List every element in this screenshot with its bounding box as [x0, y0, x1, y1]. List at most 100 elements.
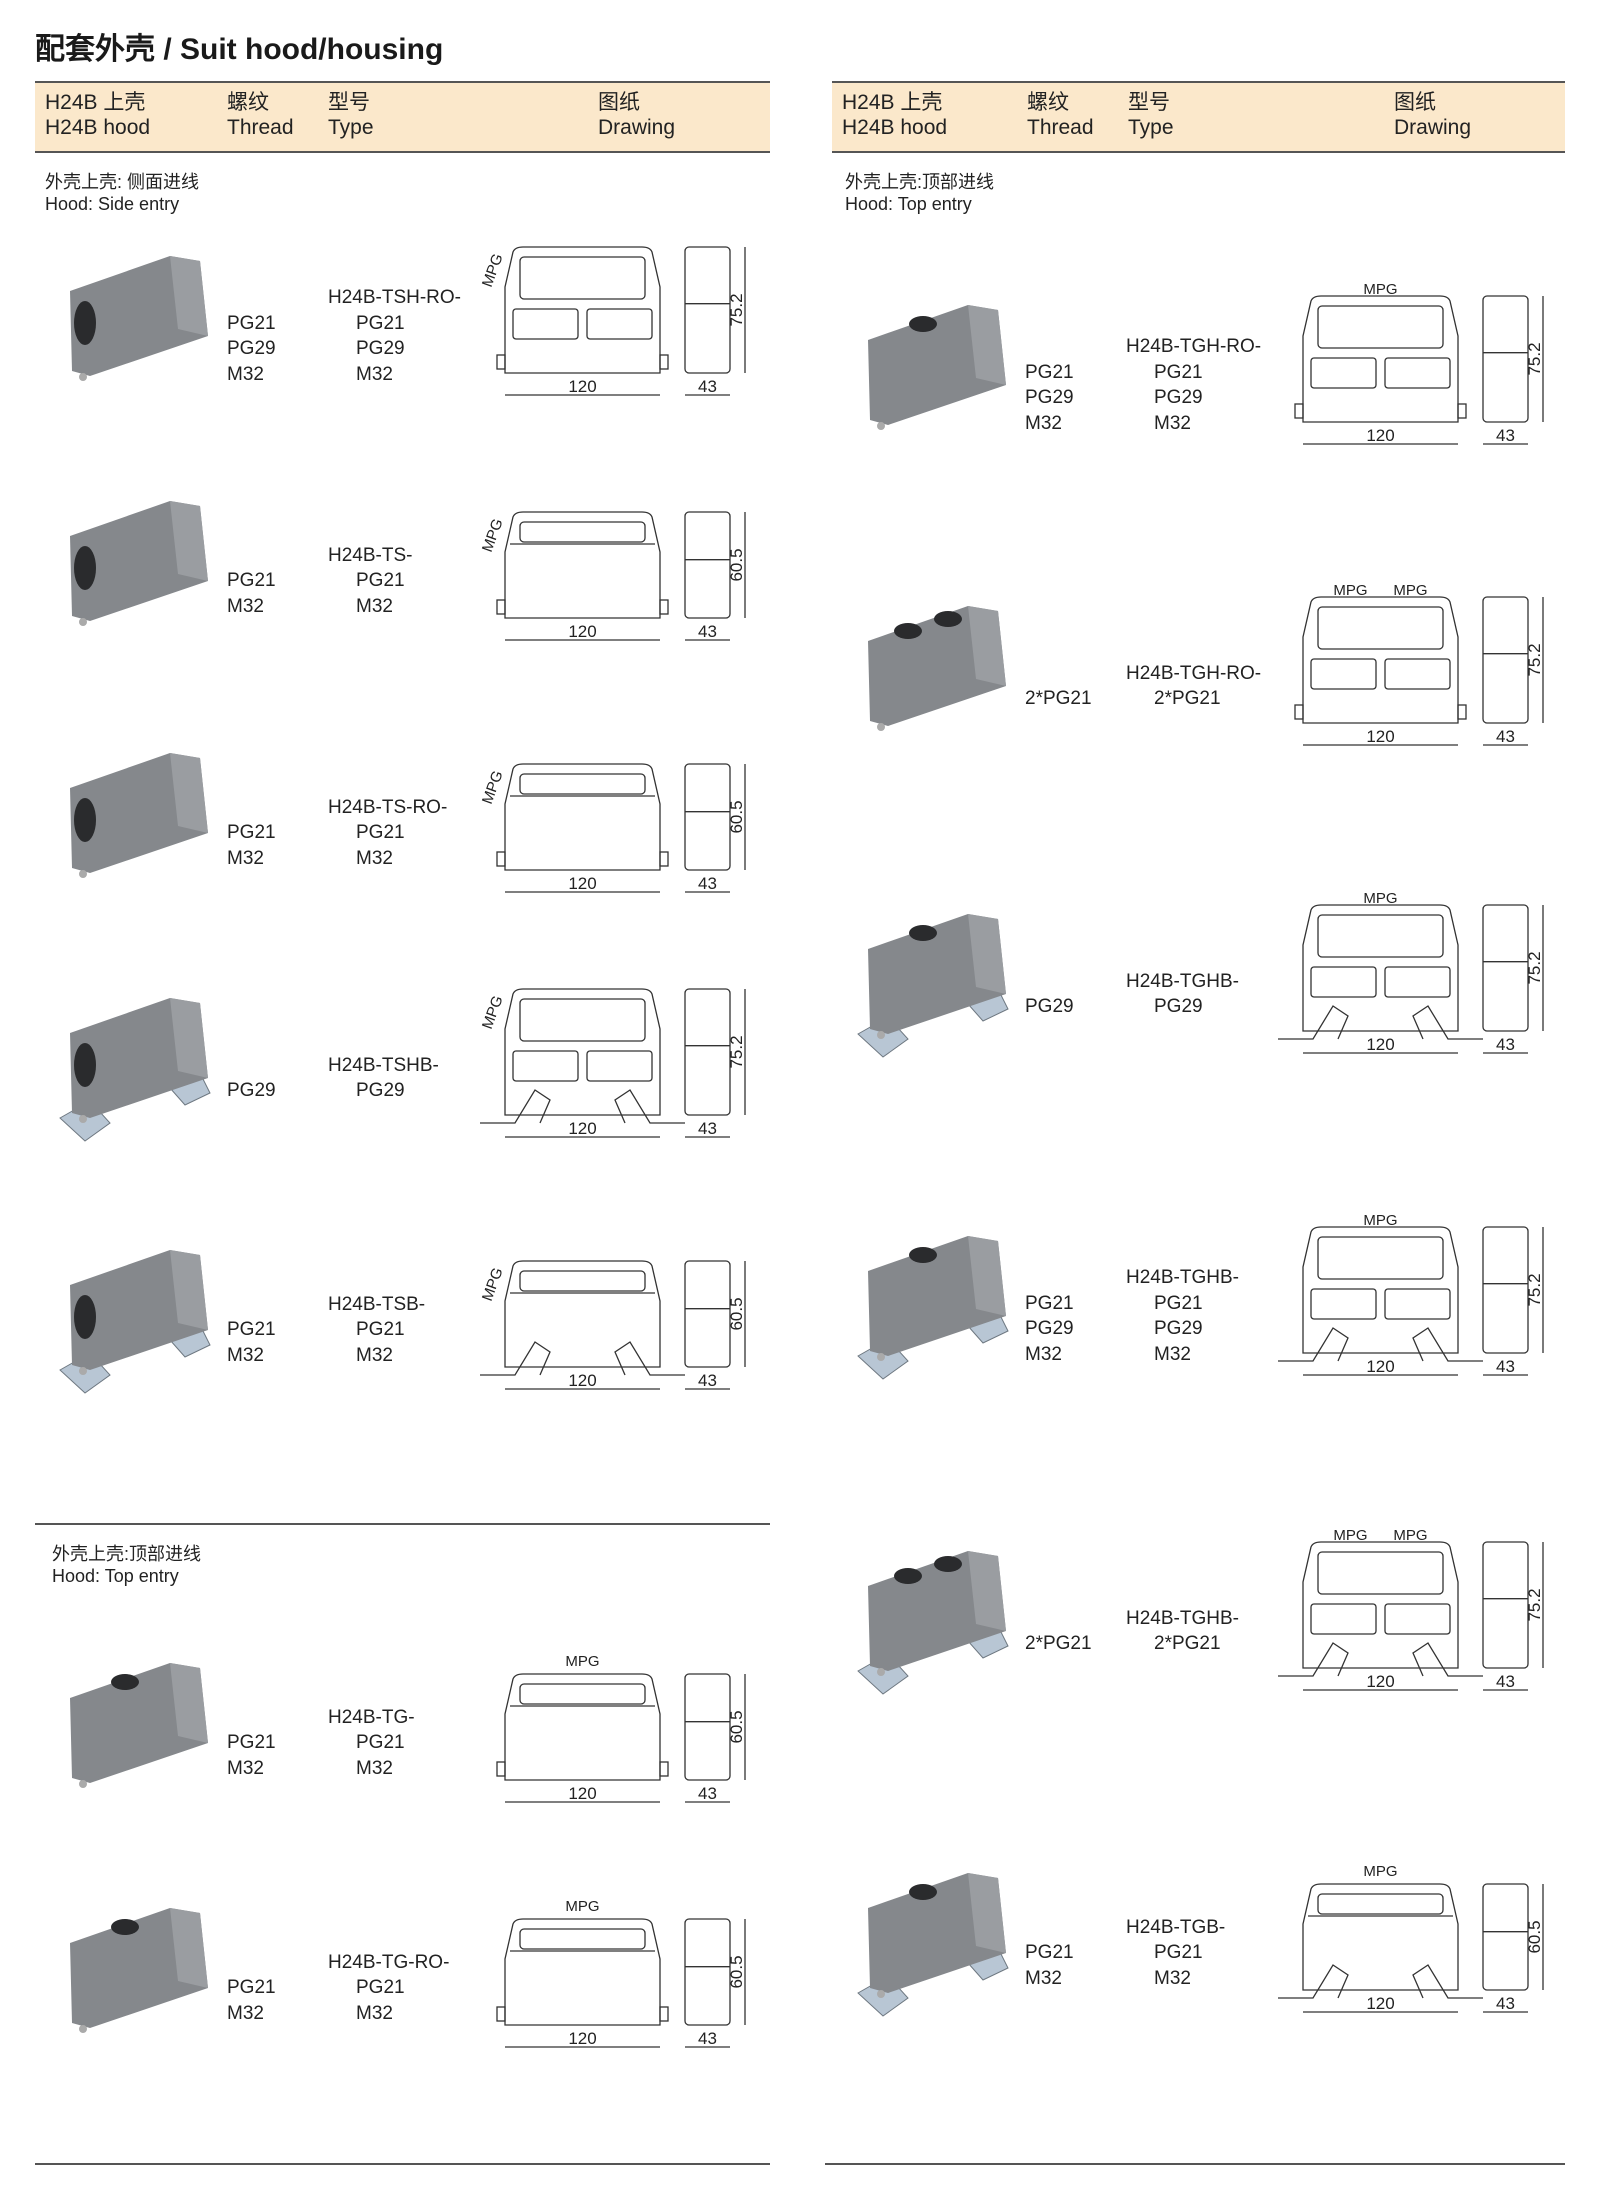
screw [79, 618, 87, 626]
front-view-panel [1310, 1603, 1377, 1635]
mpg-label: MPG [479, 1265, 507, 1303]
thread-value: PG29 [227, 338, 276, 359]
header-type-cn: 型号 [1128, 91, 1170, 114]
dimension-depth: 43 [698, 1371, 717, 1390]
type-thread-value: M32 [1154, 412, 1191, 434]
front-view-window [1317, 1236, 1444, 1280]
front-view-panel [1384, 1603, 1451, 1635]
spacer [1025, 969, 1126, 995]
dimension-depth: 43 [698, 2029, 717, 2048]
hood-side [968, 914, 1006, 994]
front-view-outline [504, 763, 661, 871]
lever-right [614, 1341, 685, 1376]
mpg-label: MPG [1363, 891, 1397, 907]
side-view-outline [684, 1260, 731, 1368]
type-thread-value: PG21 [356, 312, 405, 334]
cable-entry-hole [909, 316, 937, 332]
side-view-outline [1482, 1883, 1529, 1991]
thread-value: PG29 [1025, 387, 1074, 408]
spacer [227, 795, 328, 821]
side-view-outline [684, 511, 731, 619]
front-view-panel [1310, 658, 1377, 690]
dimension-depth: 43 [1496, 426, 1515, 445]
type-code: H24B-TS-RO- [328, 796, 448, 818]
front-view-panel [1384, 658, 1451, 690]
pin-left [496, 354, 506, 370]
lever-right [1412, 1005, 1483, 1040]
lever-left [480, 1089, 551, 1124]
thread-value: PG21 [227, 312, 276, 334]
product-image [50, 1903, 225, 2068]
product-photo [857, 914, 1009, 1058]
dimension-depth: 43 [698, 622, 717, 641]
dimension-width: 120 [1366, 1035, 1394, 1054]
front-view-outline [1302, 1541, 1459, 1669]
bottom-rule-left [35, 2163, 770, 2165]
dimension-width: 120 [568, 1371, 596, 1390]
front-view-window [519, 1683, 646, 1705]
dimension-height: 75.2 [1525, 1273, 1544, 1306]
cable-entry-hole [74, 798, 96, 842]
thread-value: 2*PG21 [1025, 1633, 1092, 1654]
front-view-outline [1302, 596, 1459, 724]
spacer [1025, 661, 1126, 687]
section-en: Hood: Top entry [845, 194, 972, 214]
front-view-outline [504, 511, 661, 619]
section-cn: 外壳上壳:顶部进线 [52, 1544, 202, 1564]
hood-side [170, 753, 208, 833]
header-drawing-en: Drawing [598, 116, 676, 139]
mpg-label: MPG [1363, 1863, 1397, 1880]
mpg-label: MPG [565, 1898, 599, 1915]
dimension-height: 60.5 [727, 800, 746, 833]
screw [79, 1780, 87, 1788]
spacer [1025, 1915, 1126, 1941]
dimension-height: 75.2 [1525, 1588, 1544, 1621]
product-photo [857, 1873, 1009, 2017]
side-view-outline [684, 1918, 731, 2026]
front-view-window [519, 998, 646, 1042]
type-code: H24B-TSB- [328, 1293, 426, 1315]
type-thread-value: M32 [356, 2002, 393, 2024]
type-thread-value: M32 [356, 1344, 393, 1366]
product-image [50, 993, 225, 1158]
front-view-panel [1310, 1288, 1377, 1320]
type-code: H24B-TGHB- [1126, 1607, 1239, 1629]
header-thread-en: Thread [227, 116, 294, 139]
mpg-label: MPG [479, 993, 507, 1031]
product-photo [868, 606, 1006, 731]
type-thread-value: M32 [356, 1757, 393, 1779]
side-view-outline [1482, 1541, 1529, 1669]
side-view-outline [1482, 596, 1529, 724]
dimension-width: 120 [1366, 727, 1394, 746]
cable-entry-hole [111, 1674, 139, 1690]
pin-right [659, 354, 669, 370]
front-view-outline [504, 1918, 661, 2026]
front-view-window [1317, 914, 1444, 958]
mpg-label: MPG [1333, 583, 1367, 599]
dimension-depth: 43 [698, 1784, 717, 1803]
pin-right [659, 599, 669, 615]
mpg-label: MPG [479, 516, 507, 554]
thread-value: PG21 [227, 822, 276, 844]
